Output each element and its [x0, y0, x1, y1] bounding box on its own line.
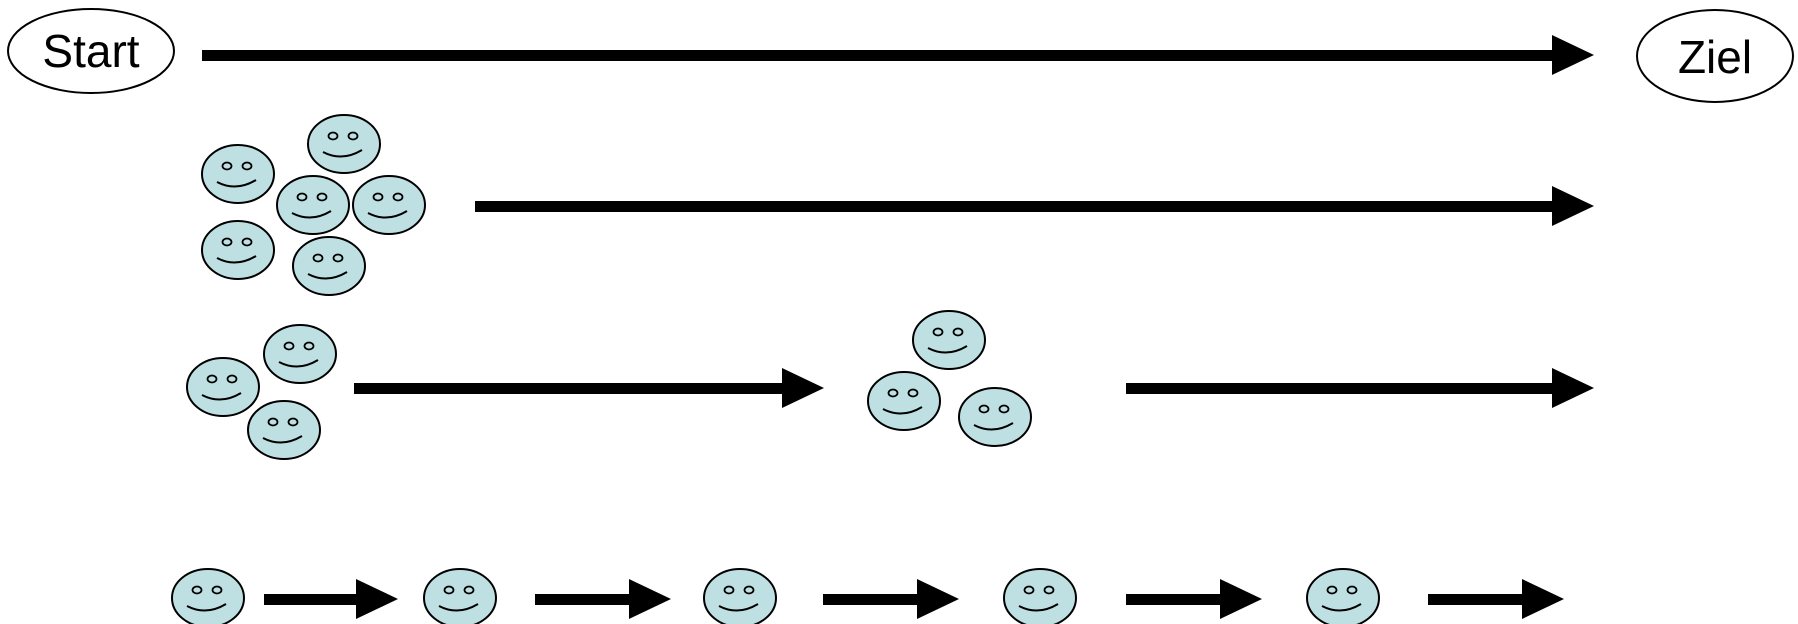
row-individuals [171, 568, 1564, 624]
smiley-face-icon [201, 220, 275, 280]
smiley-face-icon [186, 357, 260, 417]
smiley-face-icon [958, 387, 1032, 447]
row-direct: Start Ziel [7, 8, 1794, 103]
arrow-step-1 [264, 579, 398, 619]
smiley-face-icon [201, 144, 275, 204]
arrow-group-to-group [354, 368, 824, 408]
face-group-6 [201, 114, 426, 296]
arrow-group-to-goal-2 [1126, 368, 1594, 408]
arrow-step-2 [535, 579, 671, 619]
face-group-3-first [186, 324, 337, 460]
smiley-face-icon [1003, 568, 1077, 624]
smiley-face-icon [703, 568, 777, 624]
smiley-face-icon [912, 310, 986, 370]
goal-label: Ziel [1678, 31, 1752, 83]
row-one-group [201, 114, 1594, 296]
arrow-step-3 [823, 579, 959, 619]
start-label: Start [42, 25, 139, 77]
smiley-face-icon [867, 371, 941, 431]
smiley-face-icon [307, 114, 381, 174]
smiley-face-icon [263, 324, 337, 384]
row-two-groups [186, 310, 1594, 460]
smiley-face-icon [171, 568, 245, 624]
goal-node: Ziel [1636, 9, 1794, 103]
smiley-face-icon [423, 568, 497, 624]
arrow-group-to-goal [475, 186, 1594, 226]
start-node: Start [7, 8, 175, 94]
face-group-3-second [867, 310, 1032, 447]
arrow-step-5 [1428, 579, 1564, 619]
arrow-step-4 [1126, 579, 1262, 619]
arrow-start-to-goal [202, 35, 1594, 75]
smiley-face-icon [1306, 568, 1380, 624]
smiley-face-icon [292, 236, 366, 296]
smiley-face-icon [352, 175, 426, 235]
smiley-face-icon [247, 400, 321, 460]
smiley-face-icon [276, 175, 350, 235]
